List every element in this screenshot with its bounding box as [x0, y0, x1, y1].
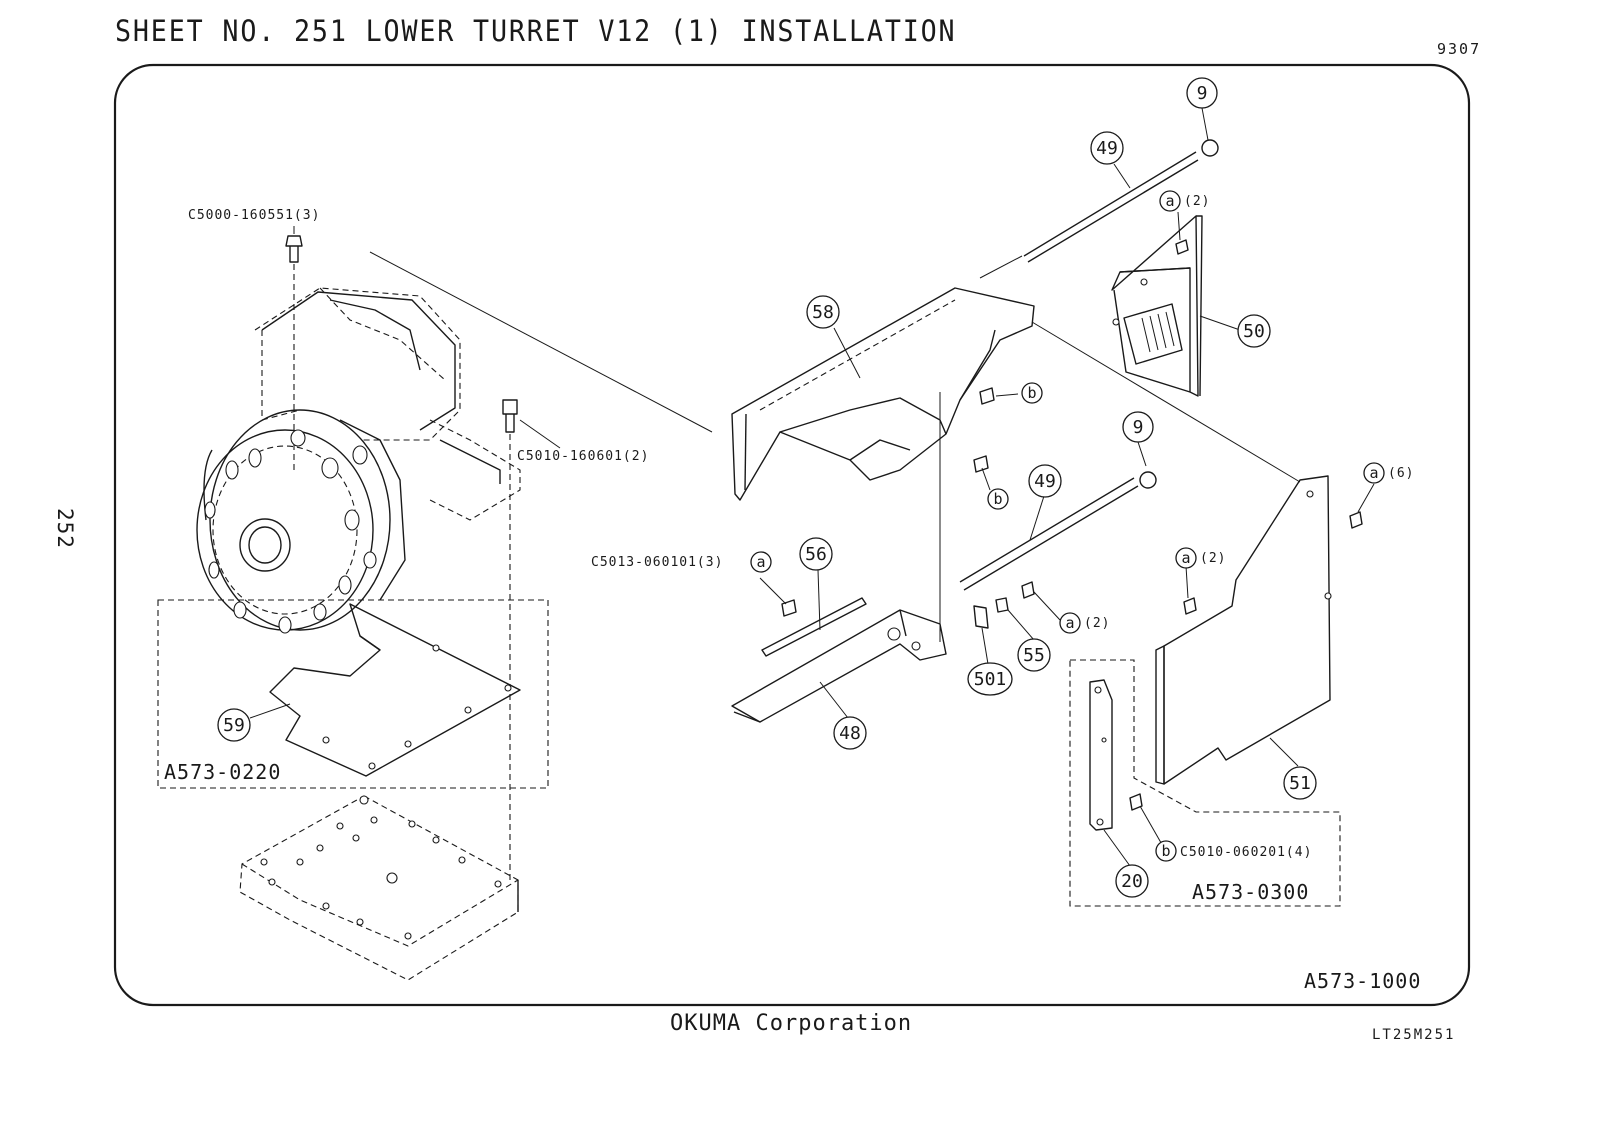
part-code-screw-a: C5013-060101(3): [591, 555, 723, 570]
svg-text:(6): (6): [1388, 466, 1414, 481]
svg-text:59: 59: [223, 715, 245, 736]
plate-59: [157, 599, 549, 789]
base-block: [239, 795, 519, 981]
sheet-title: SHEET NO. 251 LOWER TURRET V12 (1) INSTA…: [115, 14, 957, 48]
part-55: [995, 597, 1009, 613]
svg-text:49: 49: [1096, 138, 1118, 159]
svg-text:9: 9: [1133, 417, 1144, 438]
callout-9-mid: 9: [1122, 411, 1154, 443]
shaft-49-mid: [959, 471, 1157, 591]
callout-55: 55: [1017, 638, 1051, 672]
callout-59: 59: [217, 708, 251, 742]
svg-text:b: b: [993, 490, 1002, 508]
marker-a-right: a (6): [1363, 462, 1414, 484]
sheet-code: LT25M251: [1372, 1027, 1456, 1043]
svg-text:20: 20: [1121, 871, 1143, 892]
part-code-screw-b: C5010-060201(4): [1180, 845, 1312, 860]
callout-58: 58: [806, 295, 840, 329]
leader-lines: [249, 107, 1375, 867]
svg-text:(2): (2): [1084, 616, 1110, 631]
part-code-bolt-top: C5000-160551(3): [188, 208, 320, 223]
svg-text:(2): (2): [1184, 194, 1210, 209]
svg-text:a: a: [1065, 614, 1074, 632]
assembly-label-main: A573-1000: [1304, 969, 1421, 993]
svg-text:b: b: [1161, 842, 1170, 860]
svg-text:501: 501: [974, 669, 1007, 690]
marker-b-mid: b: [987, 488, 1009, 510]
svg-text:a: a: [756, 553, 765, 571]
document-number: 9307: [1437, 40, 1482, 58]
turret-body: [196, 235, 561, 880]
company-name: OKUMA Corporation: [670, 1011, 913, 1036]
bracket-58: [731, 287, 1035, 642]
svg-text:55: 55: [1023, 645, 1045, 666]
base-48: [731, 609, 947, 723]
svg-text:b: b: [1027, 384, 1036, 402]
marker-a-cover: a (2): [1175, 547, 1226, 569]
svg-text:58: 58: [812, 302, 834, 323]
svg-text:9: 9: [1197, 83, 1208, 104]
shaft-49-top: [979, 139, 1219, 279]
svg-text:a: a: [1165, 192, 1174, 210]
callout-501: 501: [967, 662, 1013, 696]
marker-b-cover: b: [1155, 840, 1177, 862]
plate-50: [1111, 215, 1203, 397]
svg-text:48: 48: [839, 723, 861, 744]
callout-56: 56: [799, 537, 833, 571]
svg-text:a: a: [1181, 549, 1190, 567]
drawing-frame: [113, 63, 1471, 1007]
callout-50: 50: [1237, 314, 1271, 348]
plate-51: [1155, 475, 1332, 785]
svg-text:50: 50: [1243, 321, 1265, 342]
svg-text:49: 49: [1034, 471, 1056, 492]
callout-20: 20: [1115, 864, 1149, 898]
screw-icon: [781, 239, 1363, 811]
wheel-holes: [204, 429, 377, 634]
svg-text:56: 56: [805, 544, 827, 565]
part-code-bolt-mid: C5010-160601(2): [517, 449, 649, 464]
part-501: [973, 605, 989, 629]
marker-a-lower: a (2): [1059, 612, 1110, 634]
svg-text:51: 51: [1289, 773, 1311, 794]
callout-48: 48: [833, 716, 867, 750]
assembly-label-cover-group: A573-0300: [1192, 880, 1309, 904]
marker-b-top: b: [1021, 382, 1043, 404]
svg-text:a: a: [1369, 464, 1378, 482]
cover-group: [1069, 659, 1341, 907]
marker-a-top: a (2): [1159, 190, 1210, 212]
callout-9-top: 9: [1186, 77, 1218, 109]
rail-56: [761, 597, 867, 657]
svg-text:(2): (2): [1200, 551, 1226, 566]
assembly-label-plate-group: A573-0220: [164, 760, 281, 784]
callout-49-top: 49: [1090, 131, 1124, 165]
bolt-mid-icon: [502, 399, 518, 880]
callout-49-mid: 49: [1028, 464, 1062, 498]
marker-a-left: a: [750, 551, 772, 573]
plate-20: [1089, 679, 1113, 831]
callout-51: 51: [1283, 766, 1317, 800]
